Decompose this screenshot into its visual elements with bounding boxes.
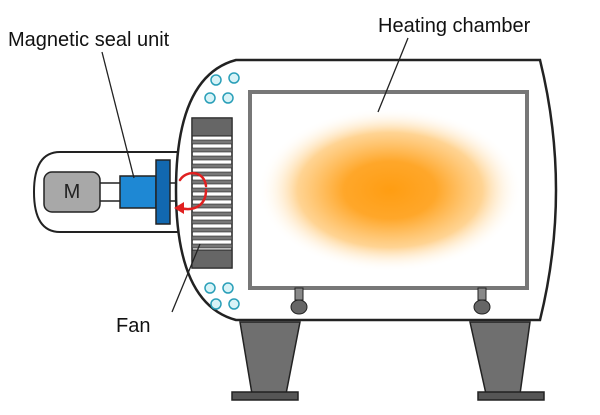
rotation-arrow-icon [174,172,208,214]
port-circle-icon [228,298,240,310]
fan-blade [191,179,233,185]
support-legs [231,321,545,401]
port-circle-icon [210,298,222,310]
magnetic-seal-unit [119,159,171,225]
port-circle-icon [204,282,216,294]
fan-blade [191,155,233,161]
fan-blade [191,139,233,145]
label-magnetic-seal-unit: Magnetic seal unit [8,29,170,51]
seal-flange [155,159,171,225]
fan-blades [191,139,233,249]
fan-blade [191,211,233,217]
port-circle-icon [222,282,234,294]
label-motor: M [63,181,81,203]
fan [191,117,233,269]
port-circle-icon [222,92,234,104]
right-leg [469,321,531,395]
fan-blade [191,187,233,193]
heat-glow [258,108,522,272]
fan-blade [191,195,233,201]
motor-block [43,171,101,213]
left-foot [231,391,299,401]
port-circle-icon [204,92,216,104]
fan-blade [191,163,233,169]
seal-unit-body [119,175,157,209]
label-heating-chamber: Heating chamber [378,15,531,37]
leader-heat [377,37,409,113]
fan-blade [191,147,233,153]
fan-blade [191,235,233,241]
leader-lines [101,37,409,313]
chamber-supports [290,287,491,315]
label-fan: Fan [116,315,151,337]
fan-blade [191,243,233,249]
port-circle-icon [228,72,240,84]
bottom-ports [204,282,240,310]
support-foot-left [290,299,308,315]
left-leg [239,321,301,395]
right-foot [477,391,545,401]
fan-top-hub [191,117,233,137]
top-ports [204,72,240,104]
fan-blade [191,219,233,225]
support-foot-right [473,299,491,315]
leader-seal [101,51,135,179]
leader-fan [171,243,201,313]
fan-blade [191,227,233,233]
heating-chamber [248,90,529,290]
fan-blade [191,203,233,209]
fan-bottom-hub [191,249,233,269]
port-circle-icon [210,74,222,86]
